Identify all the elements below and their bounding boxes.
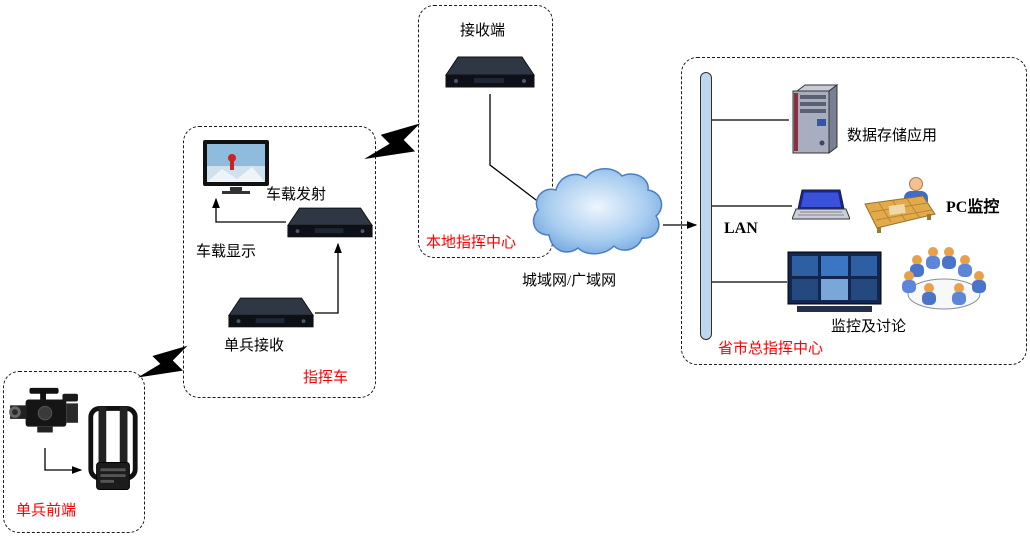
lightning-bolt-icon <box>134 333 198 397</box>
storage-server-icon <box>789 83 841 161</box>
local-center-group-box <box>418 5 553 258</box>
soldier-group-label: 单兵前端 <box>16 503 77 519</box>
lan-bus-bar <box>700 72 712 340</box>
meeting-group-icon <box>901 238 987 316</box>
vehicle-group-box <box>183 126 376 398</box>
hq-group-box <box>681 57 1027 365</box>
hq-group-label: 省市总指挥中心 <box>718 341 824 357</box>
local-center-label: 本地指挥中心 <box>426 235 517 251</box>
rack-device-icon <box>286 204 374 241</box>
pc-laptop-icon <box>792 188 850 222</box>
wan-label: 城域网/广域网 <box>522 273 617 289</box>
wan-cloud-icon <box>524 160 669 265</box>
soldier-receive-label: 单兵接收 <box>224 338 285 354</box>
pc-monitor-label: PC监控 <box>946 199 1000 216</box>
camcorder-icon <box>8 384 82 448</box>
rack-device-icon <box>227 294 315 331</box>
lan-label: LAN <box>724 220 758 237</box>
rack-device-icon <box>444 52 536 92</box>
discussion-label: 监控及讨论 <box>831 319 907 335</box>
vehicle-display-label: 车载显示 <box>196 244 257 260</box>
lightning-bolt-icon <box>360 109 432 181</box>
video-wall-icon <box>787 251 882 313</box>
soldier-transceiver-icon <box>85 404 141 494</box>
soldier-group-box <box>3 371 145 533</box>
vehicle-group-label: 指挥车 <box>303 370 349 386</box>
receiver-end-label: 接收端 <box>460 23 506 39</box>
operator-desk-icon <box>858 172 940 234</box>
storage-label: 数据存储应用 <box>847 128 938 144</box>
vehicle-display-icon <box>202 139 272 195</box>
vehicle-transmit-label: 车载发射 <box>266 187 327 203</box>
